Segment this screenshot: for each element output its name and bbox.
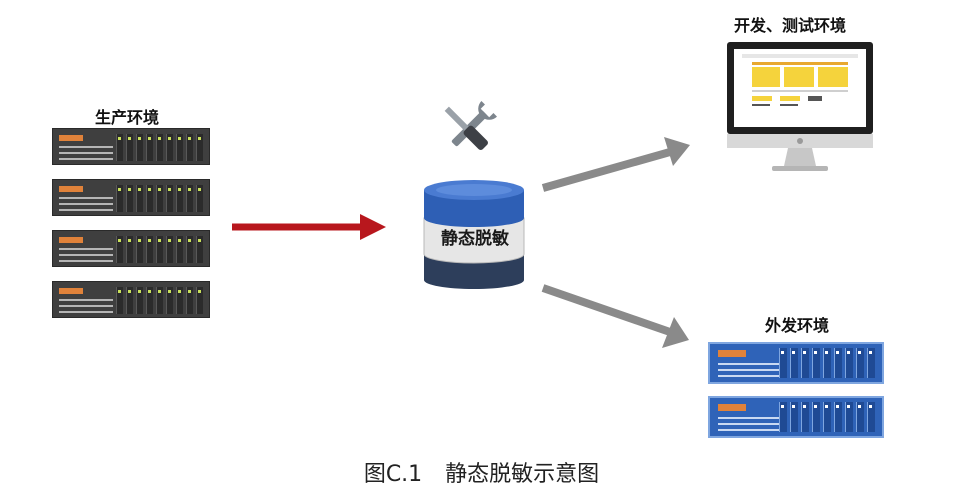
- external-server: [708, 342, 884, 384]
- dev-test-env-label: 开发、测试环境: [734, 16, 847, 35]
- figure-title: 静态脱敏示意图: [445, 462, 600, 487]
- production-server: [52, 230, 210, 267]
- production-to-masking-arrow: [232, 214, 386, 240]
- masking-to-dev-arrow: [541, 137, 690, 192]
- figure-caption: 图C.1 静态脱敏示意图: [0, 456, 963, 488]
- masking-to-external-arrow: [541, 284, 689, 348]
- external-env-label: 外发环境: [765, 316, 830, 335]
- masking-label: 静态脱敏: [441, 229, 509, 249]
- wrench-screwdriver-icon: [444, 101, 497, 150]
- figure-number: 图C.1: [363, 462, 423, 487]
- monitor-icon: [727, 42, 873, 171]
- masking-database-icon: [423, 180, 525, 289]
- production-server: [52, 281, 210, 318]
- production-env-label: 生产环境: [95, 108, 160, 127]
- external-server: [708, 396, 884, 438]
- production-server: [52, 179, 210, 216]
- production-server: [52, 128, 210, 165]
